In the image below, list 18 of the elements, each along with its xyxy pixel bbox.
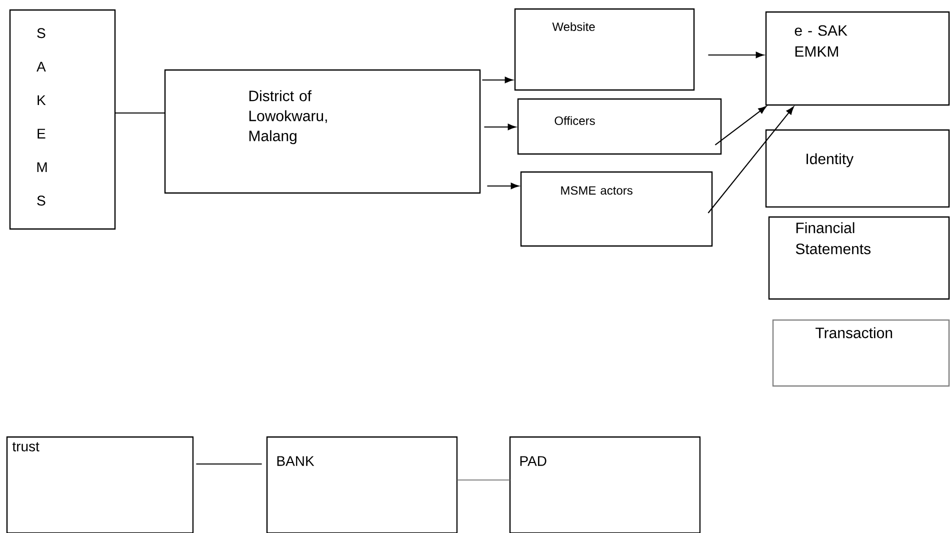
arrow bbox=[708, 106, 794, 214]
box: Officers bbox=[517, 98, 722, 155]
arrow bbox=[714, 106, 766, 146]
box: Identity bbox=[765, 129, 950, 208]
box: PAD bbox=[509, 436, 701, 533]
box: trust bbox=[6, 436, 194, 533]
arrow bbox=[708, 52, 764, 58]
box: Website bbox=[514, 8, 695, 91]
arrow bbox=[487, 182, 519, 190]
box: MSME actors bbox=[520, 171, 713, 247]
box: S A K E M S bbox=[9, 9, 116, 230]
box: BANK bbox=[266, 436, 458, 533]
box: e - SAK EMKM bbox=[765, 11, 950, 106]
arrow bbox=[484, 124, 516, 130]
arrow bbox=[482, 76, 513, 84]
box: Financial Statements bbox=[768, 216, 950, 300]
box: District of Lowokwaru, Malang bbox=[164, 69, 481, 194]
box: Transaction bbox=[772, 319, 950, 387]
